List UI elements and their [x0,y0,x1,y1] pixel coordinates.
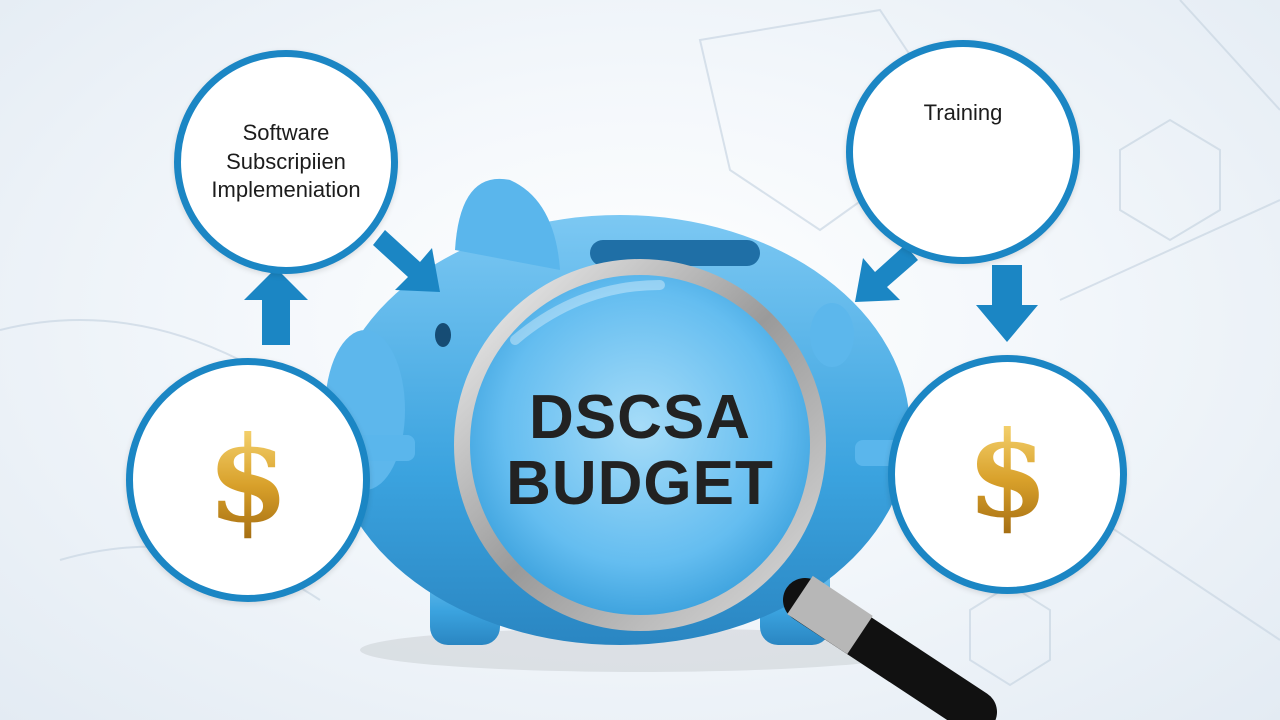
dollar-icon: $ [206,410,290,549]
software-circle: Software Subscripiien Implemeniation [174,50,398,274]
training-circle: Training [846,40,1080,264]
subscription-line: Subscripiien [226,148,346,174]
lens-line-1: DSCSA [528,383,752,452]
implementation-line: Implemeniation [211,177,361,203]
left-dollar-circle: $ [126,358,370,602]
dollar-icon: $ [966,404,1049,544]
right-dollar-circle: $ [888,355,1127,594]
lens-label: DSCSA BUDGET [490,383,790,519]
lens-line-2: BUDGET [506,449,774,519]
software-line: Software [242,120,330,146]
arrow-icon [244,230,1038,345]
training-label: Training [923,100,1003,125]
software-circle-text: Software Subscripiien Implemeniation [211,119,360,205]
magnifying-glass-icon [454,259,997,720]
